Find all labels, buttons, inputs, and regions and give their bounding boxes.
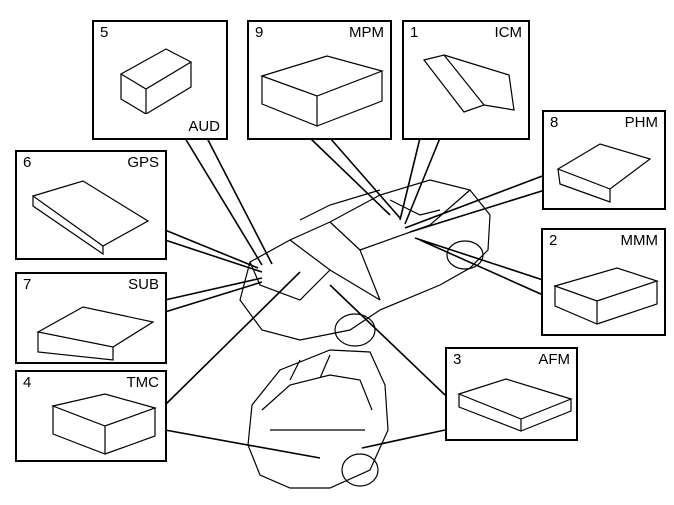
phm-box: 8 PHM [542, 110, 666, 210]
tmc-label: TMC [126, 374, 160, 391]
mpm-box: 9 MPM [247, 20, 392, 140]
mpm-number: 9 [255, 24, 264, 41]
mmm-label: MMM [620, 232, 659, 249]
phm-module-icon [556, 143, 652, 203]
icm-number: 1 [410, 24, 419, 41]
sub-box: 7 SUB [15, 272, 167, 364]
sub-module-icon [36, 306, 155, 361]
tmc-module-icon [50, 393, 157, 455]
aud-number: 5 [100, 24, 109, 41]
aud-box: 5 AUD [92, 20, 228, 140]
mpm-module-icon [260, 55, 384, 127]
aud-label: AUD [188, 118, 220, 135]
icm-display-icon [422, 54, 515, 113]
sub-number: 7 [23, 276, 32, 293]
estate-rear-illustration [247, 349, 389, 489]
mmm-box: 2 MMM [541, 228, 666, 336]
aud-module-icon [119, 48, 193, 114]
mmm-number: 2 [549, 232, 558, 249]
gps-label: GPS [127, 154, 159, 171]
afm-number: 3 [453, 351, 462, 368]
mpm-label: MPM [349, 24, 384, 41]
icm-label: ICM [494, 24, 523, 41]
phm-number: 8 [550, 114, 559, 131]
gps-number: 6 [23, 154, 32, 171]
tmc-box: 4 TMC [15, 370, 167, 462]
icm-box: 1 ICM [402, 20, 530, 140]
afm-box: 3 AFM [445, 347, 578, 441]
gps-box: 6 GPS [15, 150, 167, 260]
tmc-number: 4 [23, 374, 32, 391]
mmm-module-icon [553, 267, 659, 325]
phm-label: PHM [624, 114, 658, 131]
afm-module-icon [457, 378, 573, 432]
sub-label: SUB [128, 276, 159, 293]
afm-label: AFM [538, 351, 570, 368]
leader-lines [164, 137, 546, 459]
gps-module-icon [31, 180, 150, 256]
sedan-illustration [239, 179, 491, 347]
